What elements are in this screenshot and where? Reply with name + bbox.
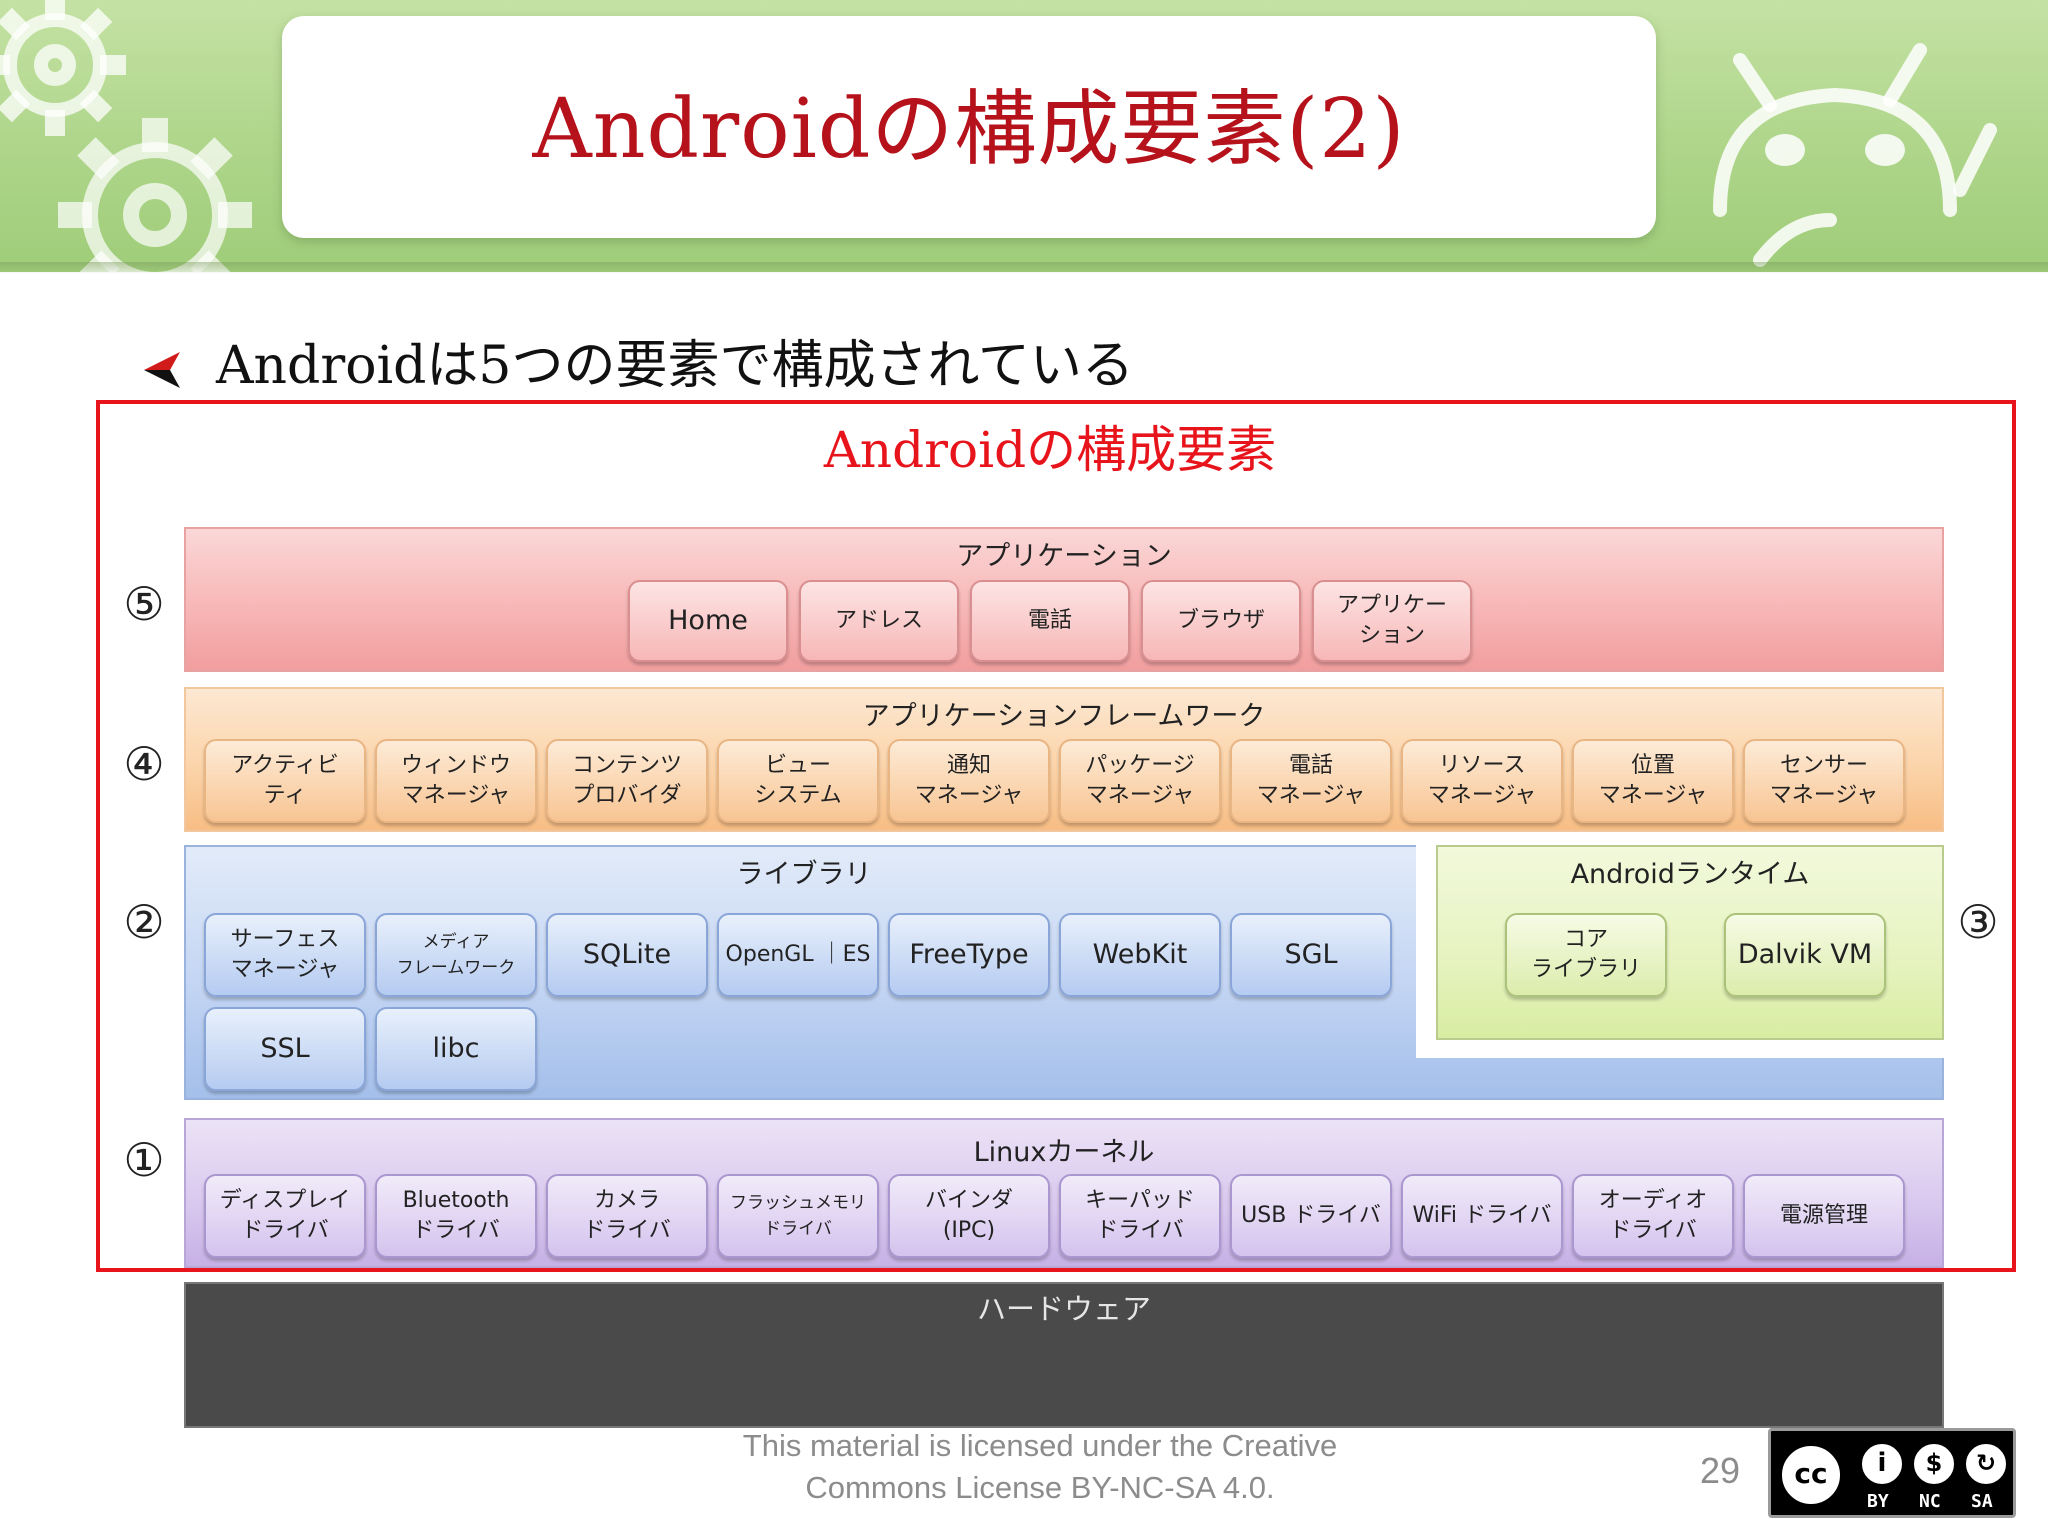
library-box-media-framework: メディア フレームワーク: [375, 913, 537, 997]
runtime-box-core-libraries: コア ライブラリ: [1505, 913, 1667, 997]
layer-label-runtime: Androidランタイム: [1436, 852, 1944, 891]
layer-number-4: ④: [116, 736, 172, 792]
gear-icon: [40, 100, 270, 272]
framework-box-window-manager: ウィンドウ マネージャ: [375, 739, 537, 823]
framework-box-notification-manager: 通知 マネージャ: [888, 739, 1050, 823]
layer-number-5: ⑤: [116, 576, 172, 632]
cc-logo-icon: cc: [1779, 1443, 1843, 1507]
kernel-box-binder-ipc: バインダ (IPC): [888, 1174, 1050, 1258]
header-banner: Androidの構成要素(2): [0, 0, 2048, 272]
license-text: This material is licensed under the Crea…: [640, 1425, 1440, 1509]
framework-box-telephony-manager: 電話 マネージャ: [1230, 739, 1392, 823]
kernel-box-audio-driver: オーディオ ドライバ: [1572, 1174, 1734, 1258]
kernel-box-flash-memory-driver: フラッシュメモリ ドライバ: [717, 1174, 879, 1258]
cc-license-badge: cc i $ ↻ BY NC SA: [1768, 1428, 2016, 1518]
slide-title: Androidの構成要素(2): [282, 70, 1656, 190]
sharealike-icon: ↻: [1963, 1441, 2009, 1487]
bullet-arrow-icon: [140, 348, 184, 392]
app-box-home: Home: [628, 580, 788, 662]
library-box-opengl-es: OpenGL ｜ES: [717, 913, 879, 997]
library-box-surface-manager: サーフェス マネージャ: [204, 913, 366, 997]
app-box-phone: 電話: [970, 580, 1130, 662]
framework-box-view-system: ビュー システム: [717, 739, 879, 823]
kernel-box-bluetooth-driver: Bluetooth ドライバ: [375, 1174, 537, 1258]
kernel-box-usb-driver: USB ドライバ: [1230, 1174, 1392, 1258]
kernel-box-wifi-driver: WiFi ドライバ: [1401, 1174, 1563, 1258]
library-box-webkit: WebKit: [1059, 913, 1221, 997]
framework-box-activity: アクティビ ティ: [204, 739, 366, 823]
cc-label-by: BY: [1867, 1491, 1889, 1512]
kernel-box-camera-driver: カメラ ドライバ: [546, 1174, 708, 1258]
framework-box-sensor-manager: センサー マネージャ: [1743, 739, 1905, 823]
framework-box-package-manager: パッケージ マネージャ: [1059, 739, 1221, 823]
diagram-title: Androidの構成要素: [660, 410, 1440, 490]
layer-number-1: ①: [116, 1132, 172, 1188]
kernel-box-power-management: 電源管理: [1743, 1174, 1905, 1258]
layer-label-libraries: ライブラリ: [184, 852, 1424, 891]
layer-number-3: ③: [1950, 894, 2006, 950]
layer-label-applications: アプリケーション: [184, 534, 1944, 573]
cc-label-sa: SA: [1971, 1491, 1993, 1512]
framework-box-location-manager: 位置 マネージャ: [1572, 739, 1734, 823]
layer-number-2: ②: [116, 894, 172, 950]
bullet-text: Androidは5つの要素で構成されている: [216, 326, 1134, 406]
runtime-box-dalvik-vm: Dalvik VM: [1724, 913, 1886, 997]
library-box-freetype: FreeType: [888, 913, 1050, 997]
layer-label-kernel: Linuxカーネル: [184, 1130, 1944, 1169]
kernel-box-keypad-driver: キーパッド ドライバ: [1059, 1174, 1221, 1258]
app-box-address: アドレス: [799, 580, 959, 662]
kernel-box-display-driver: ディスプレイ ドライバ: [204, 1174, 366, 1258]
android-robot-icon: [1660, 20, 2040, 270]
app-box-application: アプリケー ション: [1312, 580, 1472, 662]
cc-label-nc: NC: [1919, 1491, 1941, 1512]
library-box-sgl: SGL: [1230, 913, 1392, 997]
framework-box-content-provider: コンテンツ プロバイダ: [546, 739, 708, 823]
library-box-libc: libc: [375, 1007, 537, 1091]
page-number: 29: [1690, 1450, 1750, 1492]
banner-shadow: [0, 262, 2048, 274]
library-box-ssl: SSL: [204, 1007, 366, 1091]
attribution-icon: i: [1859, 1441, 1905, 1487]
library-box-sqlite: SQLite: [546, 913, 708, 997]
layer-label-framework: アプリケーションフレームワーク: [184, 694, 1944, 733]
layer-label-hardware: ハードウェア: [184, 1286, 1944, 1328]
noncommercial-icon: $: [1911, 1441, 1957, 1487]
framework-box-resource-manager: リソース マネージャ: [1401, 739, 1563, 823]
app-box-browser: ブラウザ: [1141, 580, 1301, 662]
